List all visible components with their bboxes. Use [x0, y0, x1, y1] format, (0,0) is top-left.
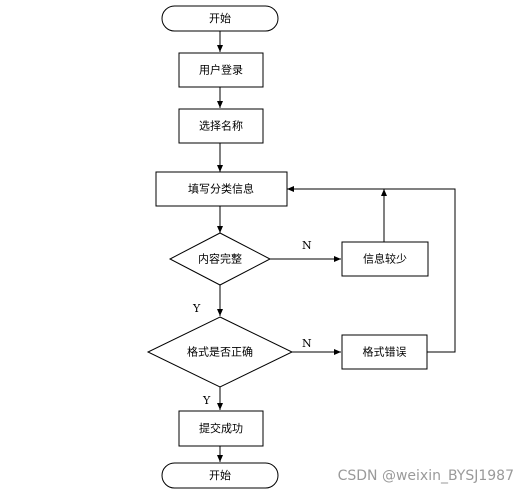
- edge-label-no-content: N: [302, 239, 312, 252]
- edges: [217, 31, 456, 462]
- csdn-watermark: CSDN @weixin_BYSJ1987: [338, 468, 514, 484]
- end-node: 开始: [161, 462, 279, 489]
- edge-label-yes-content: Y: [192, 302, 201, 315]
- select-name-step: 选择名称: [178, 108, 264, 144]
- submit-success-step-label: 提交成功: [199, 421, 243, 435]
- edge-label-yes-format: Y: [202, 394, 211, 407]
- submit-success-step: 提交成功: [178, 410, 264, 447]
- format-correct-decision-label: 格式是否正确: [187, 345, 253, 359]
- format-error-step: 格式错误: [341, 334, 428, 370]
- format-correct-decision: 格式是否正确: [146, 316, 294, 388]
- edge-format-error-back-to-fill: [287, 186, 456, 353]
- login-step-label: 用户登录: [199, 63, 243, 77]
- fill-category-step-label: 填写分类信息: [188, 182, 254, 196]
- start-node-label: 开始: [209, 11, 231, 25]
- select-name-step-label: 选择名称: [199, 119, 243, 133]
- info-lacking-step: 信息较少: [341, 241, 429, 277]
- content-complete-decision-label: 内容完整: [198, 252, 242, 266]
- start-node: 开始: [161, 5, 279, 32]
- content-complete-decision: 内容完整: [168, 232, 272, 286]
- edge-label-no-format: N: [302, 337, 312, 350]
- fill-category-step: 填写分类信息: [155, 171, 288, 207]
- format-error-step-label: 格式错误: [363, 345, 407, 359]
- end-node-label: 开始: [209, 468, 231, 482]
- info-lacking-step-label: 信息较少: [363, 252, 407, 266]
- login-step: 用户登录: [178, 52, 264, 88]
